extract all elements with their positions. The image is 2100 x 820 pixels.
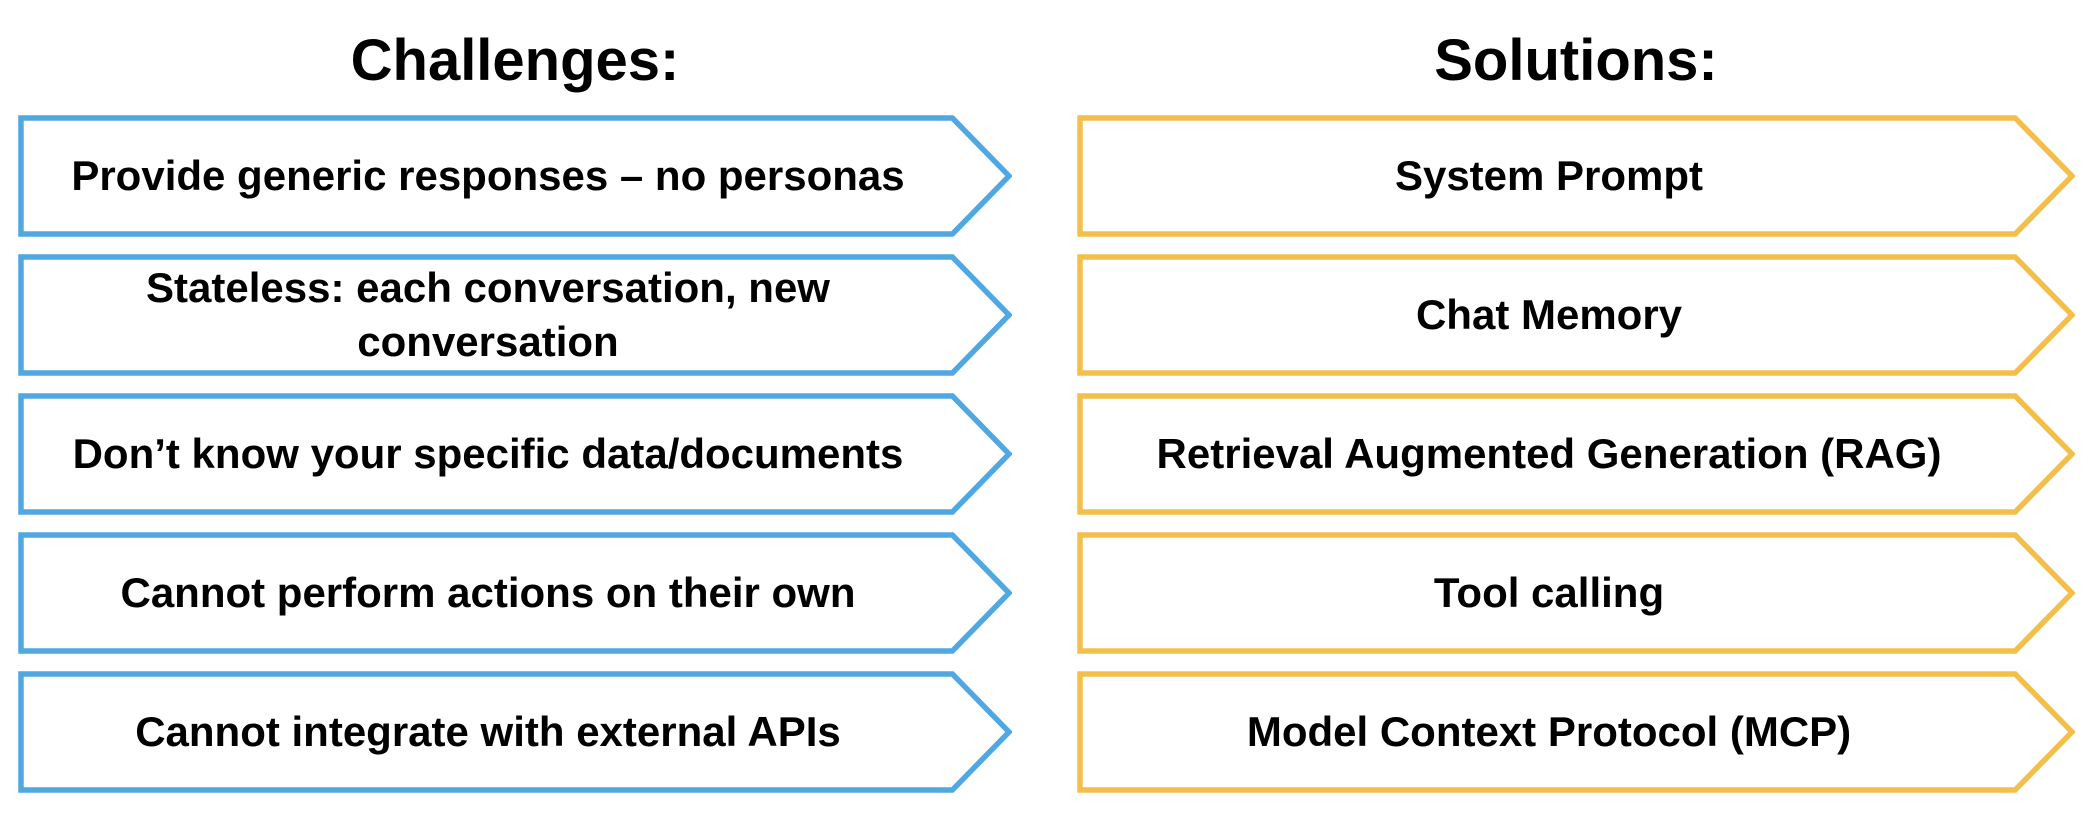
challenge-arrow-3: Don’t know your specific data/documents (18, 393, 1012, 515)
right-chevron-arrow-shape (1077, 393, 2075, 515)
right-chevron-arrow-shape (1077, 671, 2075, 793)
challenge-arrow-2: Stateless: each conversation, new conver… (18, 254, 1012, 376)
solution-arrow-3: Retrieval Augmented Generation (RAG) (1077, 393, 2075, 515)
right-chevron-arrow-shape (18, 393, 1012, 515)
challenges-title: Challenges: (350, 27, 680, 93)
right-chevron-arrow-shape (18, 115, 1012, 237)
solution-label: Retrieval Augmented Generation (RAG) (1156, 430, 1942, 478)
right-chevron-arrow-shape (1077, 115, 2075, 237)
solution-arrow-1: System Prompt (1077, 115, 2075, 237)
solution-label: Tool calling (1433, 569, 1665, 617)
challenge-label: Stateless: each conversation, new conver… (146, 264, 830, 365)
solution-label: Model Context Protocol (MCP) (1246, 708, 1852, 756)
solutions-title: Solutions: (1434, 27, 1718, 93)
right-chevron-arrow-shape (1077, 254, 2075, 376)
challenge-label: Provide generic responses – no personas (71, 152, 905, 200)
solution-label: System Prompt (1394, 152, 1704, 200)
challenge-arrow-5: Cannot integrate with external APIs (18, 671, 1012, 793)
right-chevron-arrow-shape (18, 671, 1012, 793)
challenge-arrow-1: Provide generic responses – no personas (18, 115, 1012, 237)
solution-arrow-4: Tool calling (1077, 532, 2075, 654)
challenge-label: Don’t know your specific data/documents (72, 430, 904, 478)
challenge-arrow-4: Cannot perform actions on their own (18, 532, 1012, 654)
challenge-label: Cannot perform actions on their own (120, 569, 856, 617)
right-chevron-arrow-shape (18, 254, 1012, 376)
solution-label: Chat Memory (1415, 291, 1683, 339)
solution-arrow-2: Chat Memory (1077, 254, 2075, 376)
challenge-label: Cannot integrate with external APIs (135, 708, 841, 756)
solution-arrow-5: Model Context Protocol (MCP) (1077, 671, 2075, 793)
right-chevron-arrow-shape (1077, 532, 2075, 654)
right-chevron-arrow-shape (18, 532, 1012, 654)
